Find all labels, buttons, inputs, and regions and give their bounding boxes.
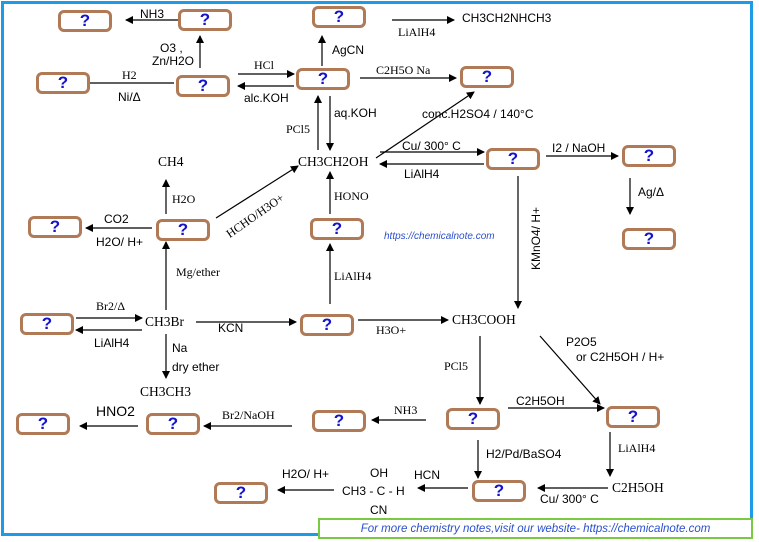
methane: CH4 [158,154,184,169]
reagent-lialh4-low: LiAlH4 [334,269,372,283]
reagent-cu-top: Cu/ 300° C [402,139,461,153]
unknown-box-22: ? [214,482,268,504]
reagent-h3o: H3O+ [376,323,407,337]
reagent-ethoxide: C2H5O Na [376,63,431,77]
unknown-box-8: ? [486,148,540,170]
reagent-na: Na [172,341,188,355]
watermark-link[interactable]: https://chemicalnote.com [384,231,495,242]
unknown-box-17: ? [146,413,200,435]
footer-text[interactable]: For more chemistry notes,visit our websi… [360,522,711,535]
reagent-zn: Zn/H2O [152,54,195,68]
reagent-ni: Ni/Δ [118,90,141,104]
reagent-br2-naoh: Br2/NaOH [222,408,275,422]
reagent-h2o: H2O [172,192,196,206]
reagent-p2o5: P2O5 [566,335,597,349]
cyanohydrin-cn: CN [370,503,388,517]
reagent-alc-koh: alc.KOH [244,91,289,105]
reagent-nh3-top: NH3 [140,7,165,21]
unknown-box-9: ? [622,145,676,167]
unknown-box-4: ? [36,72,90,94]
reagent-agcn: AgCN [332,43,365,57]
reagent-pcl5-low: PCl5 [444,359,469,373]
cyanohydrin-main: CH3 - C - H [342,484,405,498]
reagent-kcn: KCN [218,321,244,335]
reagent-lialh4-mid: LiAlH4 [404,167,440,181]
ethane: CH3CH3 [140,384,192,399]
unknown-box-12: ? [156,219,210,241]
reagent-lialh4-top: LiAlH4 [398,25,436,39]
reagent-hno2: HNO2 [96,403,135,419]
unknown-box-1: ? [58,10,112,32]
reagent-dry-ether: dry ether [172,360,220,374]
reagent-h2o-h-bottom: H2O/ H+ [282,467,330,481]
unknown-box-14: ? [20,313,74,335]
unknown-box-21: ? [472,480,526,502]
acetic-acid: CH3COOH [452,312,516,327]
reagent-i2-naoh: I2 / NaOH [552,141,606,155]
unknown-box-19: ? [446,408,500,430]
reagent-ozone: O3 , [160,41,183,55]
reagent-br2: Br2/Δ [96,299,126,313]
reagent-mg-ether: Mg/ether [176,265,220,279]
cyanohydrin-oh: OH [370,466,388,480]
reagent-h2o-h: H2O/ H+ [96,235,144,249]
unknown-box-13: ? [310,218,364,240]
reagent-hcl: HCl [254,58,275,72]
unknown-box-3: ? [312,6,366,28]
reagent-lialh4-left: LiAlH4 [94,336,130,350]
reagent-cu-bottom: Cu/ 300° C [540,492,599,506]
reagent-or-ethanol: or C2H5OH / H+ [576,350,665,364]
unknown-box-20: ? [606,406,660,428]
reagent-hono: HONO [334,189,369,203]
unknown-box-10: ? [622,228,676,250]
methyl-bromide: CH3Br [145,314,185,329]
ethanol-product: C2H5OH [612,480,664,495]
reagent-conc-h2so4: conc.H2SO4 / 140°C [422,107,534,121]
unknown-box-15: ? [300,314,354,336]
unknown-box-7: ? [460,66,514,88]
reagent-pcl5-left: PCl5 [286,122,311,136]
unknown-box-18: ? [312,410,366,432]
reagent-hcn: HCN [414,468,440,482]
reagent-c2h5oh: C2H5OH [516,394,565,408]
ethanol-center: CH3CH2OH [298,154,369,169]
reagent-ag: Ag/Δ [638,185,665,199]
reagent-kmno4: KMnO4/ H+ [529,206,543,270]
reagent-co2: CO2 [104,212,129,226]
amine-product: CH3CH2NHCH3 [462,11,552,25]
reagent-nh3-low: NH3 [394,403,418,417]
unknown-box-6: ? [296,68,350,90]
reagent-lialh4-right: LiAlH4 [618,441,656,455]
reagent-h2: H2 [122,68,137,82]
reagent-aq-koh: aq.KOH [334,106,377,120]
unknown-box-5: ? [176,75,230,97]
unknown-box-11: ? [28,216,82,238]
reagent-rosenmund: H2/Pd/BaSO4 [486,447,562,461]
unknown-box-16: ? [16,413,70,435]
unknown-box-2: ? [178,9,232,31]
footer-banner[interactable]: For more chemistry notes,visit our websi… [318,518,753,539]
